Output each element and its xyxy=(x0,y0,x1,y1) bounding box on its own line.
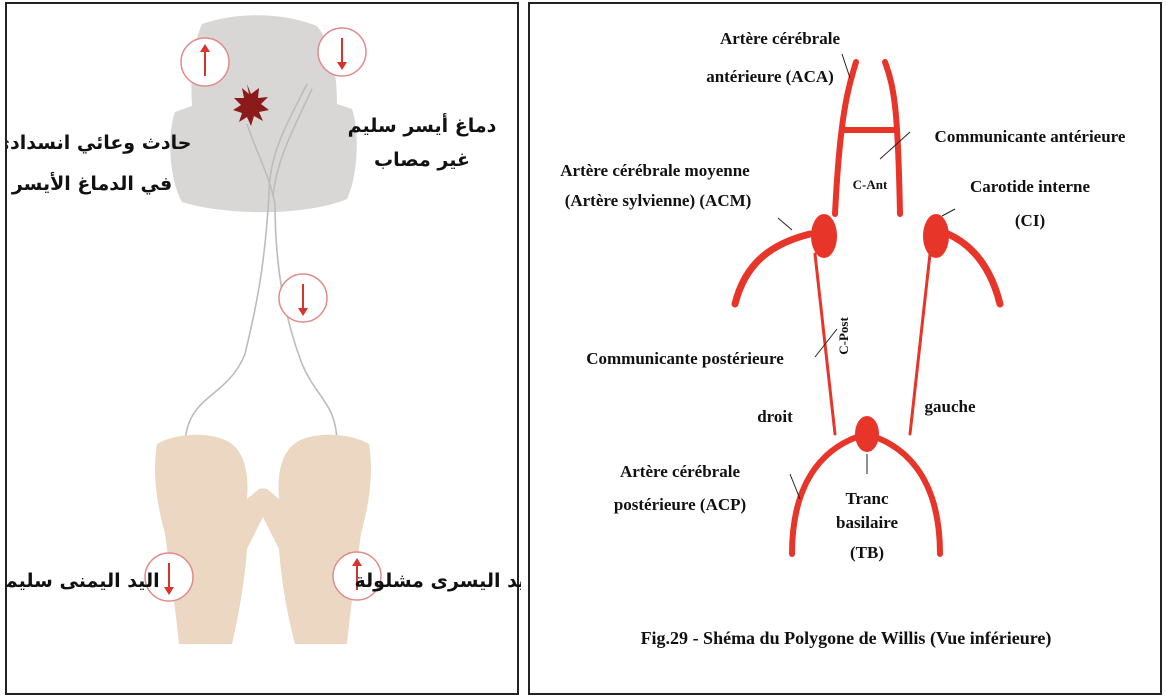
stroke-illustration-svg: حادث وعائي انسدادي في الدماغ الأيسر دماغ… xyxy=(7,4,521,697)
tb-label-line1: Tranc xyxy=(845,489,889,508)
right-hand-shape xyxy=(155,435,270,644)
c-post-label: C-Post xyxy=(836,317,851,355)
right-hand-label: اليد اليمنى سليمة xyxy=(7,570,160,592)
tb-label-line2: basilaire xyxy=(836,513,898,532)
c-ant-label: C-Ant xyxy=(853,177,888,192)
healthy-brain-label-line2: غير مصاب xyxy=(374,149,470,171)
right-panel-willis-diagram: Artère cérébrale antérieure (ACA) Commun… xyxy=(528,2,1162,695)
left-brain-event-label-line2: في الدماغ الأيسر xyxy=(11,172,172,195)
carotide-label-line1: Carotide interne xyxy=(970,177,1091,196)
tb-label-line3: (TB) xyxy=(850,543,884,562)
figure-caption-text: - Shéma du Polygone de Willis (Vue infér… xyxy=(688,628,1051,649)
gauche-label: gauche xyxy=(925,397,976,416)
left-carotid-node xyxy=(923,214,949,258)
basilar-node xyxy=(855,416,879,452)
arrow-up-brain-left-icon xyxy=(181,38,229,86)
left-hand-shape xyxy=(256,435,371,644)
figure-caption-number: Fig.29 xyxy=(641,628,689,648)
left-brain-event-label-line1: حادث وعائي انسدادي xyxy=(7,132,191,155)
arrow-down-fiber-icon xyxy=(279,274,327,322)
figure-caption: Fig.29 - Shéma du Polygone de Willis (Vu… xyxy=(641,628,1052,649)
right-carotid-node xyxy=(811,214,837,258)
healthy-brain-label-line1: دماغ أيسر سليم xyxy=(348,113,497,137)
arrow-down-brain-right-icon xyxy=(318,28,366,76)
willis-polygon-svg: Artère cérébrale antérieure (ACA) Commun… xyxy=(530,4,1164,697)
acp-label-line1: Artère cérébrale xyxy=(620,462,740,481)
aca-label-line1: Artère cérébrale xyxy=(720,29,840,48)
communicante-posterieure-label: Communicante postérieure xyxy=(586,349,784,368)
acp-label-line2: postérieure (ACP) xyxy=(614,495,746,514)
communicante-anterieure-label: Communicante antérieure xyxy=(935,127,1126,146)
aca-label-line2: antérieure (ACA) xyxy=(706,67,834,86)
carotide-label-line2: (CI) xyxy=(1015,211,1045,230)
left-panel-stroke-illustration: حادث وعائي انسدادي في الدماغ الأيسر دماغ… xyxy=(5,2,519,695)
acm-label-line1: Artère cérébrale moyenne xyxy=(560,161,750,180)
acm-label-line2: (Artère sylvienne) (ACM) xyxy=(565,191,752,210)
left-hand-label: اليد اليسرى مشلولة xyxy=(355,570,522,592)
droit-label: droit xyxy=(757,407,793,426)
